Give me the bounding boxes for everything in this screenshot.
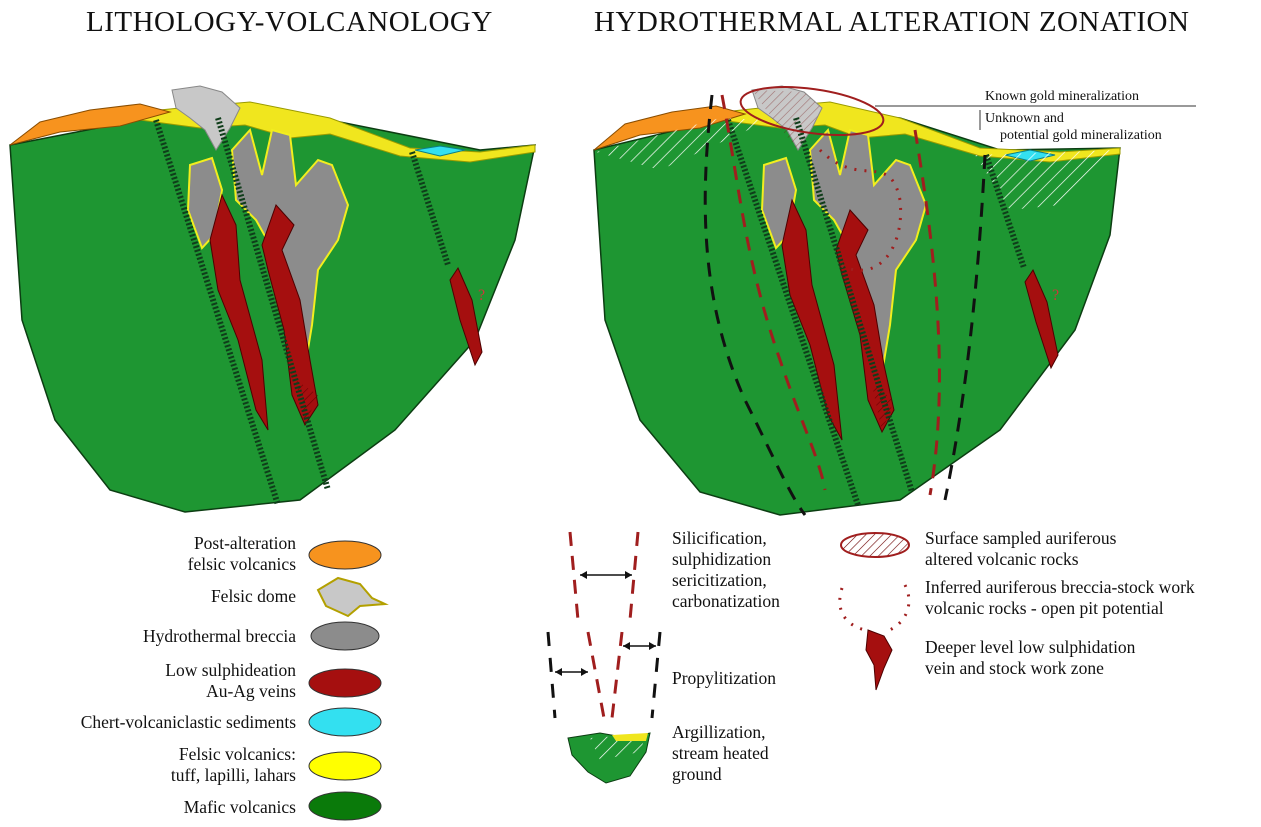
legend-deeper-vein-label: Deeper level low sulphidation vein and s…: [925, 637, 1135, 679]
silicification-symbol-right: [630, 532, 638, 620]
propylitization-inner-right: [612, 632, 622, 718]
propylitization-inner-left: [588, 632, 604, 718]
legend-felsic-volcanics-label: Felsic volcanics: tuff, lapilli, lahars: [171, 744, 296, 786]
chert-swatch: [309, 708, 381, 736]
alteration-block: ?: [594, 79, 1196, 515]
hydrothermal-breccia-swatch: [311, 622, 379, 650]
vein-swatch: [309, 669, 381, 697]
known-gold-label: Known gold mineralization: [985, 88, 1139, 105]
unknown-gold-label-2: potential gold mineralization: [1000, 127, 1162, 144]
deeper-vein-swatch: [866, 630, 892, 690]
mineralization-legend-symbols: [840, 533, 909, 690]
legend-post-alteration-label: Post-alteration felsic volcanics: [188, 533, 296, 575]
legend-vein-label: Low sulphideation Au-Ag veins: [165, 660, 296, 702]
mafic-volcanics-swatch: [309, 792, 381, 820]
felsic-volcanics-swatch: [309, 752, 381, 780]
inferred-breccia-swatch: [840, 585, 909, 632]
legend-argillization-label: Argillization, stream heated ground: [672, 722, 769, 785]
legend-propylitization-label: Propylitization: [672, 668, 776, 689]
felsic-dome-swatch: [318, 578, 385, 616]
argillization-symbol-yellow: [612, 733, 648, 741]
surface-sampled-swatch: [841, 533, 909, 557]
alteration-legend-symbols: [548, 532, 660, 783]
unknown-gold-label-1: Unknown and: [985, 110, 1064, 127]
propylitization-symbol-left: [548, 632, 555, 718]
lithology-block: ?: [10, 86, 535, 512]
post-alteration-swatch: [309, 541, 381, 569]
silicification-symbol-left: [570, 532, 578, 620]
lithology-legend-symbols: [309, 541, 385, 820]
legend-surface-sampled-label: Surface sampled auriferous altered volca…: [925, 528, 1116, 570]
question-mark-left: ?: [478, 287, 485, 304]
legend-mafic-volcanics-label: Mafic volcanics: [184, 797, 296, 818]
legend-hydrothermal-breccia-label: Hydrothermal breccia: [143, 626, 296, 647]
legend-silicification-label: Silicification, sulphidization sericitiz…: [672, 528, 780, 612]
legend-felsic-dome-label: Felsic dome: [211, 586, 296, 607]
question-mark-right: ?: [1052, 287, 1059, 304]
legend-inferred-breccia-label: Inferred auriferous breccia-stock work v…: [925, 577, 1195, 619]
legend-chert-label: Chert-volcaniclastic sediments: [81, 712, 296, 733]
